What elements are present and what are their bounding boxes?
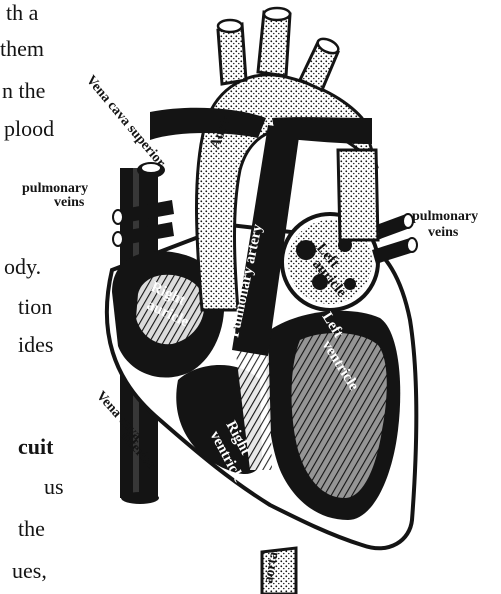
label-pulmonary-veins-left-2: veins	[54, 195, 85, 210]
label-pulmonary-veins-right-2: veins	[428, 225, 459, 240]
vena-cava-inferior-end	[121, 492, 159, 504]
descending-aorta-upper	[338, 150, 378, 240]
label-pulmonary-veins-right-1: pulmonary	[412, 209, 478, 224]
label-pulmonary-veins-left-1: pulmonary	[22, 181, 88, 196]
